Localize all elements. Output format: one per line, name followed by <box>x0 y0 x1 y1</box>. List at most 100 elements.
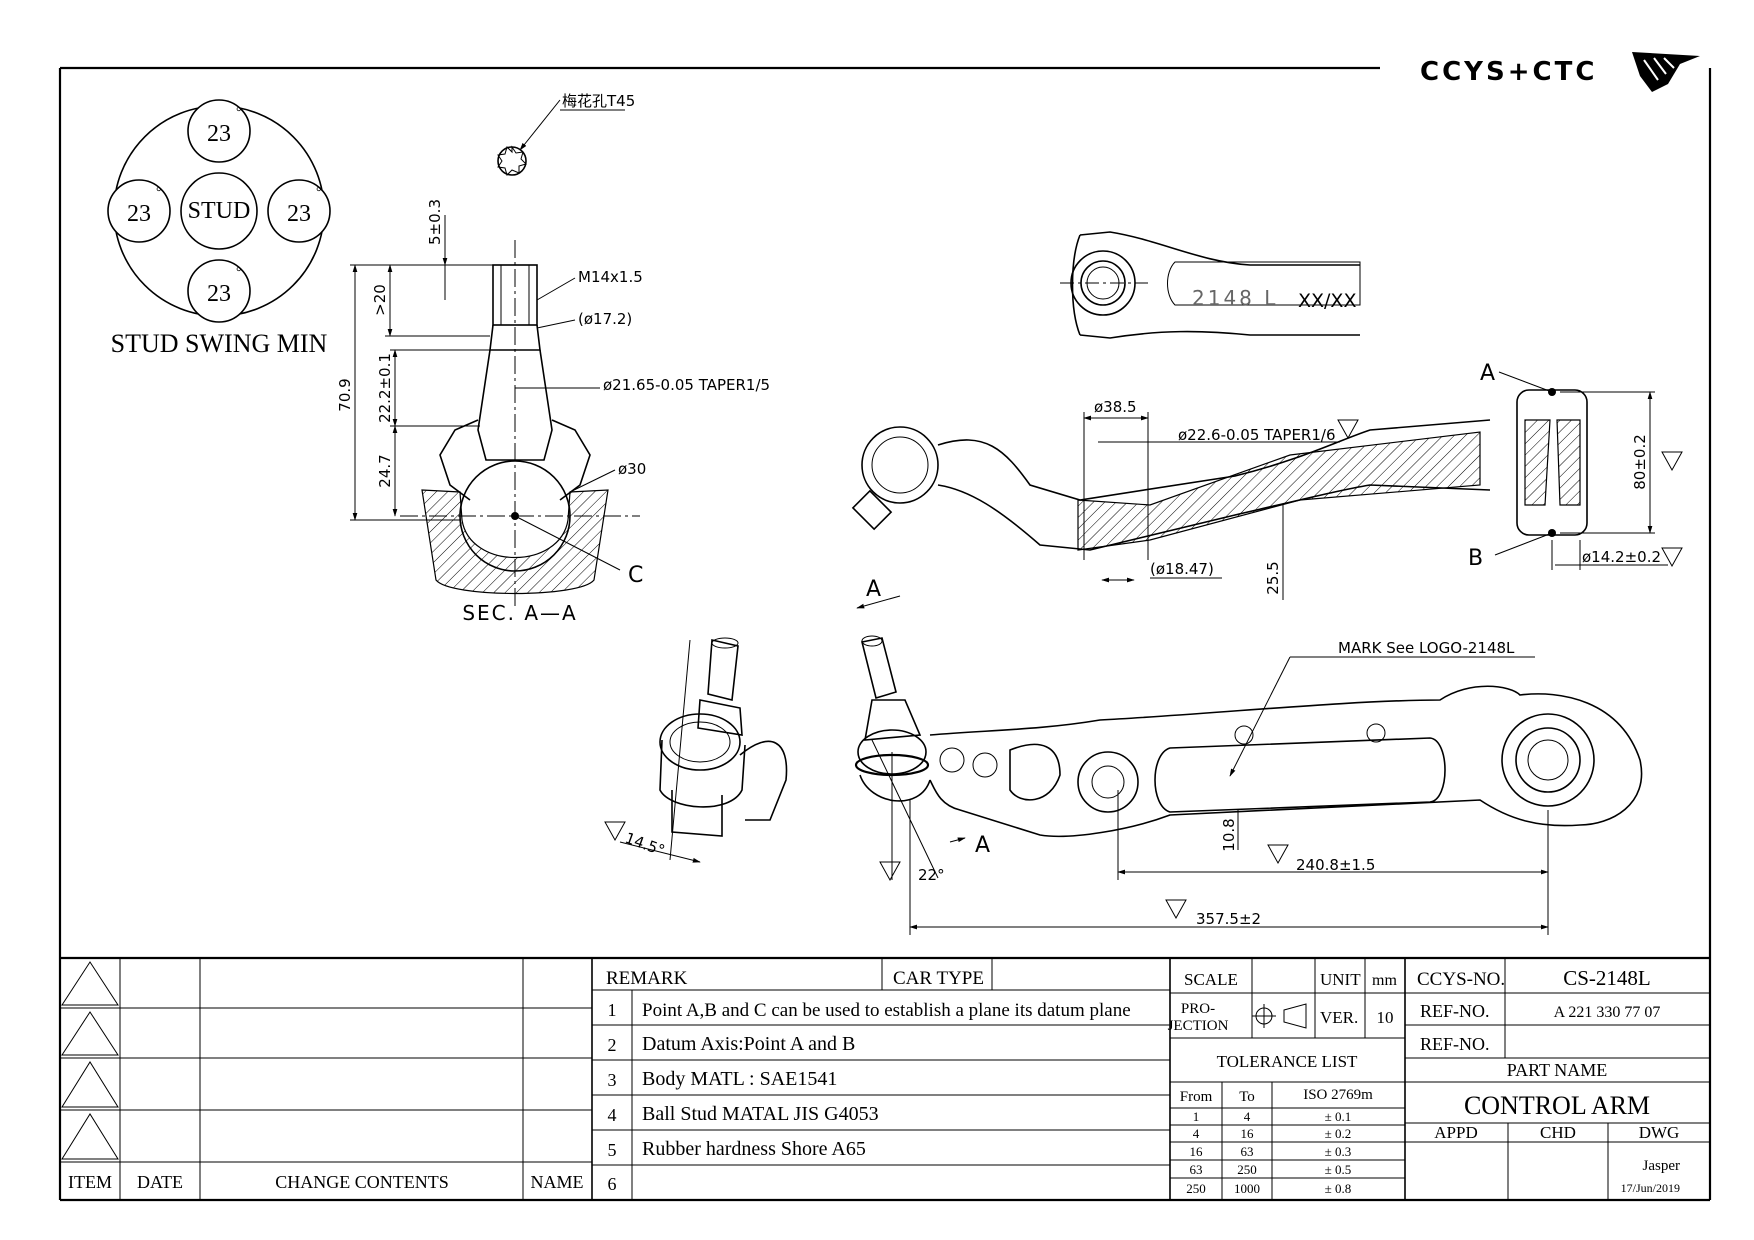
svg-text:1: 1 <box>1193 1109 1200 1124</box>
tolerance-title: TOLERANCE LIST <box>1217 1052 1358 1071</box>
car-type-label: CAR TYPE <box>893 968 984 989</box>
dim-24-7: 24.7 <box>376 454 394 487</box>
point-b-label: B <box>1468 546 1483 571</box>
svg-text:PRO-: PRO- <box>1181 1001 1215 1017</box>
svg-text:°: ° <box>156 185 162 200</box>
drawing-frame <box>58 66 1712 1202</box>
dim-240-8: 240.8±1.5 <box>1296 856 1375 874</box>
dim-70-9: 70.9 <box>336 378 354 411</box>
svg-text:°: ° <box>236 265 242 280</box>
scale-tolerance-block: SCALE UNIT mm PRO- JECTION VER. 10 TOLER… <box>1168 970 1398 1196</box>
torx-icon <box>497 99 625 176</box>
company-logo: CCYS+CTC <box>1420 52 1700 92</box>
logo-mark-icon <box>1632 52 1700 92</box>
svg-text:± 0.5: ± 0.5 <box>1325 1162 1352 1177</box>
svg-text:°: ° <box>236 105 242 120</box>
svg-text:°: ° <box>316 185 322 200</box>
stud-swing-diagram: STUD 23 23 23 23 ° ° ° ° STUD SWING MIN <box>107 99 331 358</box>
point-a-plan-1: A <box>866 577 881 602</box>
svg-text:250: 250 <box>1237 1162 1257 1177</box>
swing-angle-top: 23 <box>207 121 231 147</box>
svg-text:From: From <box>1180 1089 1213 1105</box>
svg-text:250: 250 <box>1186 1181 1206 1196</box>
datum-triangle-icon <box>879 861 901 882</box>
taper-label: ø21.65-0.05 TAPER1/5 <box>603 376 770 394</box>
stud-swing-caption: STUD SWING MIN <box>111 329 328 358</box>
remarks-table: REMARK CAR TYPE 1 Point A,B and C can be… <box>606 968 1131 1194</box>
dia-18-47-label: (ø18.47) <box>1150 560 1214 578</box>
ccys-no-label: CCYS-NO. <box>1417 969 1505 990</box>
svg-text:± 0.8: ± 0.8 <box>1325 1181 1352 1196</box>
swing-angle-bottom: 23 <box>207 281 231 307</box>
rev-header-name: NAME <box>531 1172 584 1192</box>
dia-17-2-label: (ø17.2) <box>578 310 632 328</box>
unit-value: mm <box>1372 972 1397 989</box>
dia-38-5-label: ø38.5 <box>1094 398 1137 416</box>
mark-note: MARK See LOGO-2148L <box>1338 639 1515 657</box>
svg-text:63: 63 <box>1190 1162 1203 1177</box>
part-info-block: CCYS-NO. CS-2148L REF-NO. A 221 330 77 0… <box>1417 966 1680 1195</box>
rev-header-item: ITEM <box>68 1172 112 1192</box>
section-a-a-view: 梅花孔T45 C SEC. A—A 70.9 >20 22.2±0.1 <box>336 92 770 625</box>
dim-22-2: 22.2±0.1 <box>376 353 394 423</box>
unit-label: UNIT <box>1320 970 1361 989</box>
dia-14-2-label: ø14.2±0.2 <box>1582 548 1661 566</box>
remark-row-3: Body MATL : SAE1541 <box>642 1068 837 1090</box>
projection-label: JECTION <box>1168 1018 1229 1034</box>
dim-80: 80±0.2 <box>1631 434 1649 490</box>
scale-label: SCALE <box>1184 970 1238 989</box>
ccys-no-value: CS-2148L <box>1563 966 1651 990</box>
svg-text:6: 6 <box>608 1174 617 1194</box>
datum-triangle-icon <box>1165 899 1187 920</box>
ref-no-label-2: REF-NO. <box>1420 1034 1490 1054</box>
angle-22: 22° <box>918 866 945 884</box>
dia-30-label: ø30 <box>618 460 646 478</box>
top-view: 2148 L XX/XX <box>1060 231 1361 339</box>
stud-circle <box>180 172 258 250</box>
plan-view: MARK See LOGO-2148L A A 22° 10.8 240.8±1… <box>854 577 1643 935</box>
tolerance-rows: 1 4 ± 0.1 4 16 ± 0.2 16 63 ± 0.3 63 250 … <box>1186 1109 1351 1196</box>
svg-text:4: 4 <box>608 1105 617 1125</box>
revision-table: ITEM DATE CHANGE CONTENTS NAME <box>68 1172 584 1192</box>
svg-text:To: To <box>1239 1089 1255 1105</box>
datum-triangle-icon <box>1661 451 1683 472</box>
thread-label: M14x1.5 <box>578 268 643 286</box>
chd-label: CHD <box>1540 1123 1576 1142</box>
dwg-date: 17/Jun/2019 <box>1621 1181 1680 1195</box>
dim-10-8: 10.8 <box>1220 818 1238 851</box>
revision-triangle-icon <box>61 1011 119 1056</box>
rev-header-change: CHANGE CONTENTS <box>275 1172 449 1192</box>
ver-label: VER. <box>1320 1008 1358 1027</box>
dim-357-5: 357.5±2 <box>1196 910 1261 928</box>
torx-label: 梅花孔T45 <box>562 92 635 110</box>
remark-header: REMARK <box>606 968 688 989</box>
appd-label: APPD <box>1434 1123 1477 1142</box>
swing-angle-left: 23 <box>127 201 151 227</box>
ver-value: 10 <box>1377 1008 1394 1027</box>
svg-text:4: 4 <box>1244 1109 1251 1124</box>
datum-triangle-icon <box>1337 419 1359 440</box>
point-a-plan-2: A <box>975 833 990 858</box>
datum-triangle-icon <box>1267 844 1289 865</box>
revision-triangle-icon <box>61 961 119 1006</box>
point-c-label: C <box>628 563 643 588</box>
datum-triangle-icon <box>1661 547 1683 568</box>
dim-25-5: 25.5 <box>1264 561 1282 594</box>
svg-text:63: 63 <box>1241 1144 1254 1159</box>
revision-triangle-icon <box>61 1061 119 1108</box>
title-block-grid <box>60 956 1710 1200</box>
svg-text:ISO 2769m: ISO 2769m <box>1303 1087 1373 1103</box>
rev-header-date: DATE <box>137 1172 183 1192</box>
datum-triangle-icon <box>604 821 626 842</box>
dim-5: 5±0.3 <box>426 199 444 245</box>
revision-triangle-icon <box>61 1113 119 1160</box>
ref-no-label-1: REF-NO. <box>1420 1001 1490 1021</box>
isometric-ball-joint: 14.5° <box>604 637 788 863</box>
svg-text:16: 16 <box>1190 1144 1204 1159</box>
logo-text: CCYS+CTC <box>1420 57 1597 87</box>
svg-text:1: 1 <box>608 1000 617 1020</box>
section-caption: SEC. A—A <box>462 601 577 625</box>
dwg-name: Jasper <box>1643 1158 1681 1174</box>
remark-row-1: Point A,B and C can be used to establish… <box>642 1000 1131 1021</box>
